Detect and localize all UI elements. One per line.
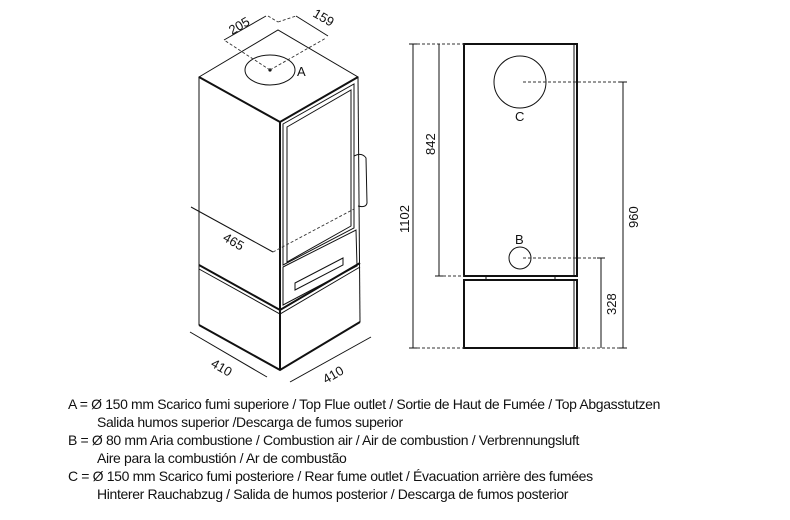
door-handle[interactable]: [353, 153, 368, 208]
outlet-c-label: C: [515, 109, 524, 124]
outlet-b-label: B: [515, 232, 524, 247]
stove-rear-view: C B 1102 842 960 328: [397, 43, 641, 349]
dim-line-410-left: [189, 331, 268, 378]
legend-b-line2: Aire para la combustión / Ar de combustã…: [97, 450, 347, 466]
legend-a-line1: A = Ø 150 mm Scarico fumi superiore / To…: [68, 396, 661, 412]
outlet-a-label: A: [297, 64, 306, 79]
outlet-a-circle: [244, 54, 296, 86]
legend: A = Ø 150 mm Scarico fumi superiore / To…: [68, 395, 660, 503]
stove-bottom-edge: [198, 321, 361, 372]
stove-top-face: [197, 29, 359, 123]
stove-perspective-view: A 205 159 465 410 410: [189, 6, 372, 387]
dim-line-159: [295, 15, 329, 37]
dim-line-205: [223, 15, 267, 41]
dim-410-left: 410: [209, 356, 235, 380]
dim-1102: 1102: [397, 205, 412, 233]
legend-c-line2: Hinterer Rauchabzug / Salida de humos po…: [97, 486, 569, 502]
stove-right-edge: [357, 76, 361, 323]
dim-line-465: [190, 206, 274, 253]
stove-base-rear: [463, 279, 578, 349]
technical-drawing: A 205 159 465 410 410 C B: [189, 6, 641, 387]
legend-a-line2: Salida humos superior /Descarga de fumos…: [97, 414, 403, 430]
dim-line-410-right: [289, 336, 372, 383]
ash-drawer[interactable]: [282, 229, 358, 306]
drawer-slot: [294, 257, 344, 291]
stove-body-rear: [463, 43, 578, 277]
dim-410-right: 410: [320, 363, 346, 387]
stove-door[interactable]: [282, 83, 355, 266]
legend-b-line1: B = Ø 80 mm Aria combustione / Combustio…: [68, 432, 580, 448]
outlet-b-circle: [508, 246, 532, 270]
dim-842: 842: [423, 133, 438, 155]
legend-c-line1: C = Ø 150 mm Scarico fumi posteriore / R…: [68, 468, 593, 484]
dim-205: 205: [226, 14, 252, 38]
dim-960: 960: [626, 206, 641, 228]
dim-465: 465: [221, 230, 247, 254]
dim-159: 159: [311, 6, 337, 30]
dim-328: 328: [604, 293, 619, 315]
